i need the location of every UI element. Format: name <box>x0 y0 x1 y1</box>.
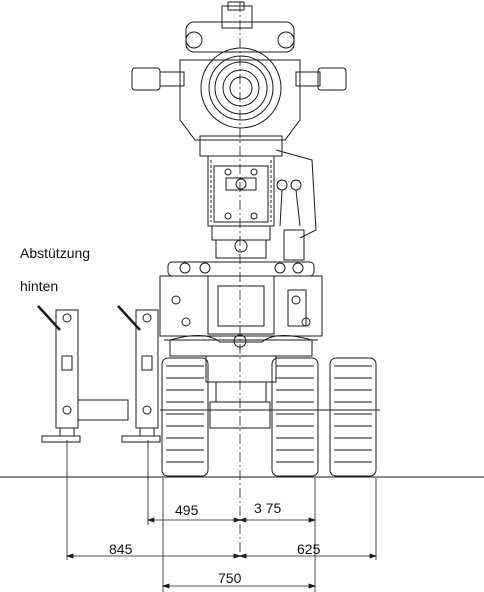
mast-body <box>207 149 317 261</box>
head-assembly <box>131 1 347 157</box>
dimension-lines <box>65 440 378 592</box>
support-label-line1: Abstützung <box>20 245 91 261</box>
axle-housing <box>209 401 271 429</box>
chassis <box>159 261 323 403</box>
dimension-375: 3 75 <box>254 500 282 516</box>
support-label-line2: hinten <box>20 278 59 294</box>
crawler-track-outer <box>329 357 377 477</box>
crawler-track-right <box>271 357 319 477</box>
dimension-750: 750 <box>218 570 242 586</box>
dimension-495: 495 <box>175 502 199 518</box>
dimension-845: 845 <box>109 541 133 557</box>
rear-support-leg-left <box>37 305 81 443</box>
support-crossbeam <box>77 399 129 421</box>
dimension-625: 625 <box>297 541 321 557</box>
rear-support-leg-right <box>117 305 161 443</box>
crawler-track-left <box>161 357 209 477</box>
